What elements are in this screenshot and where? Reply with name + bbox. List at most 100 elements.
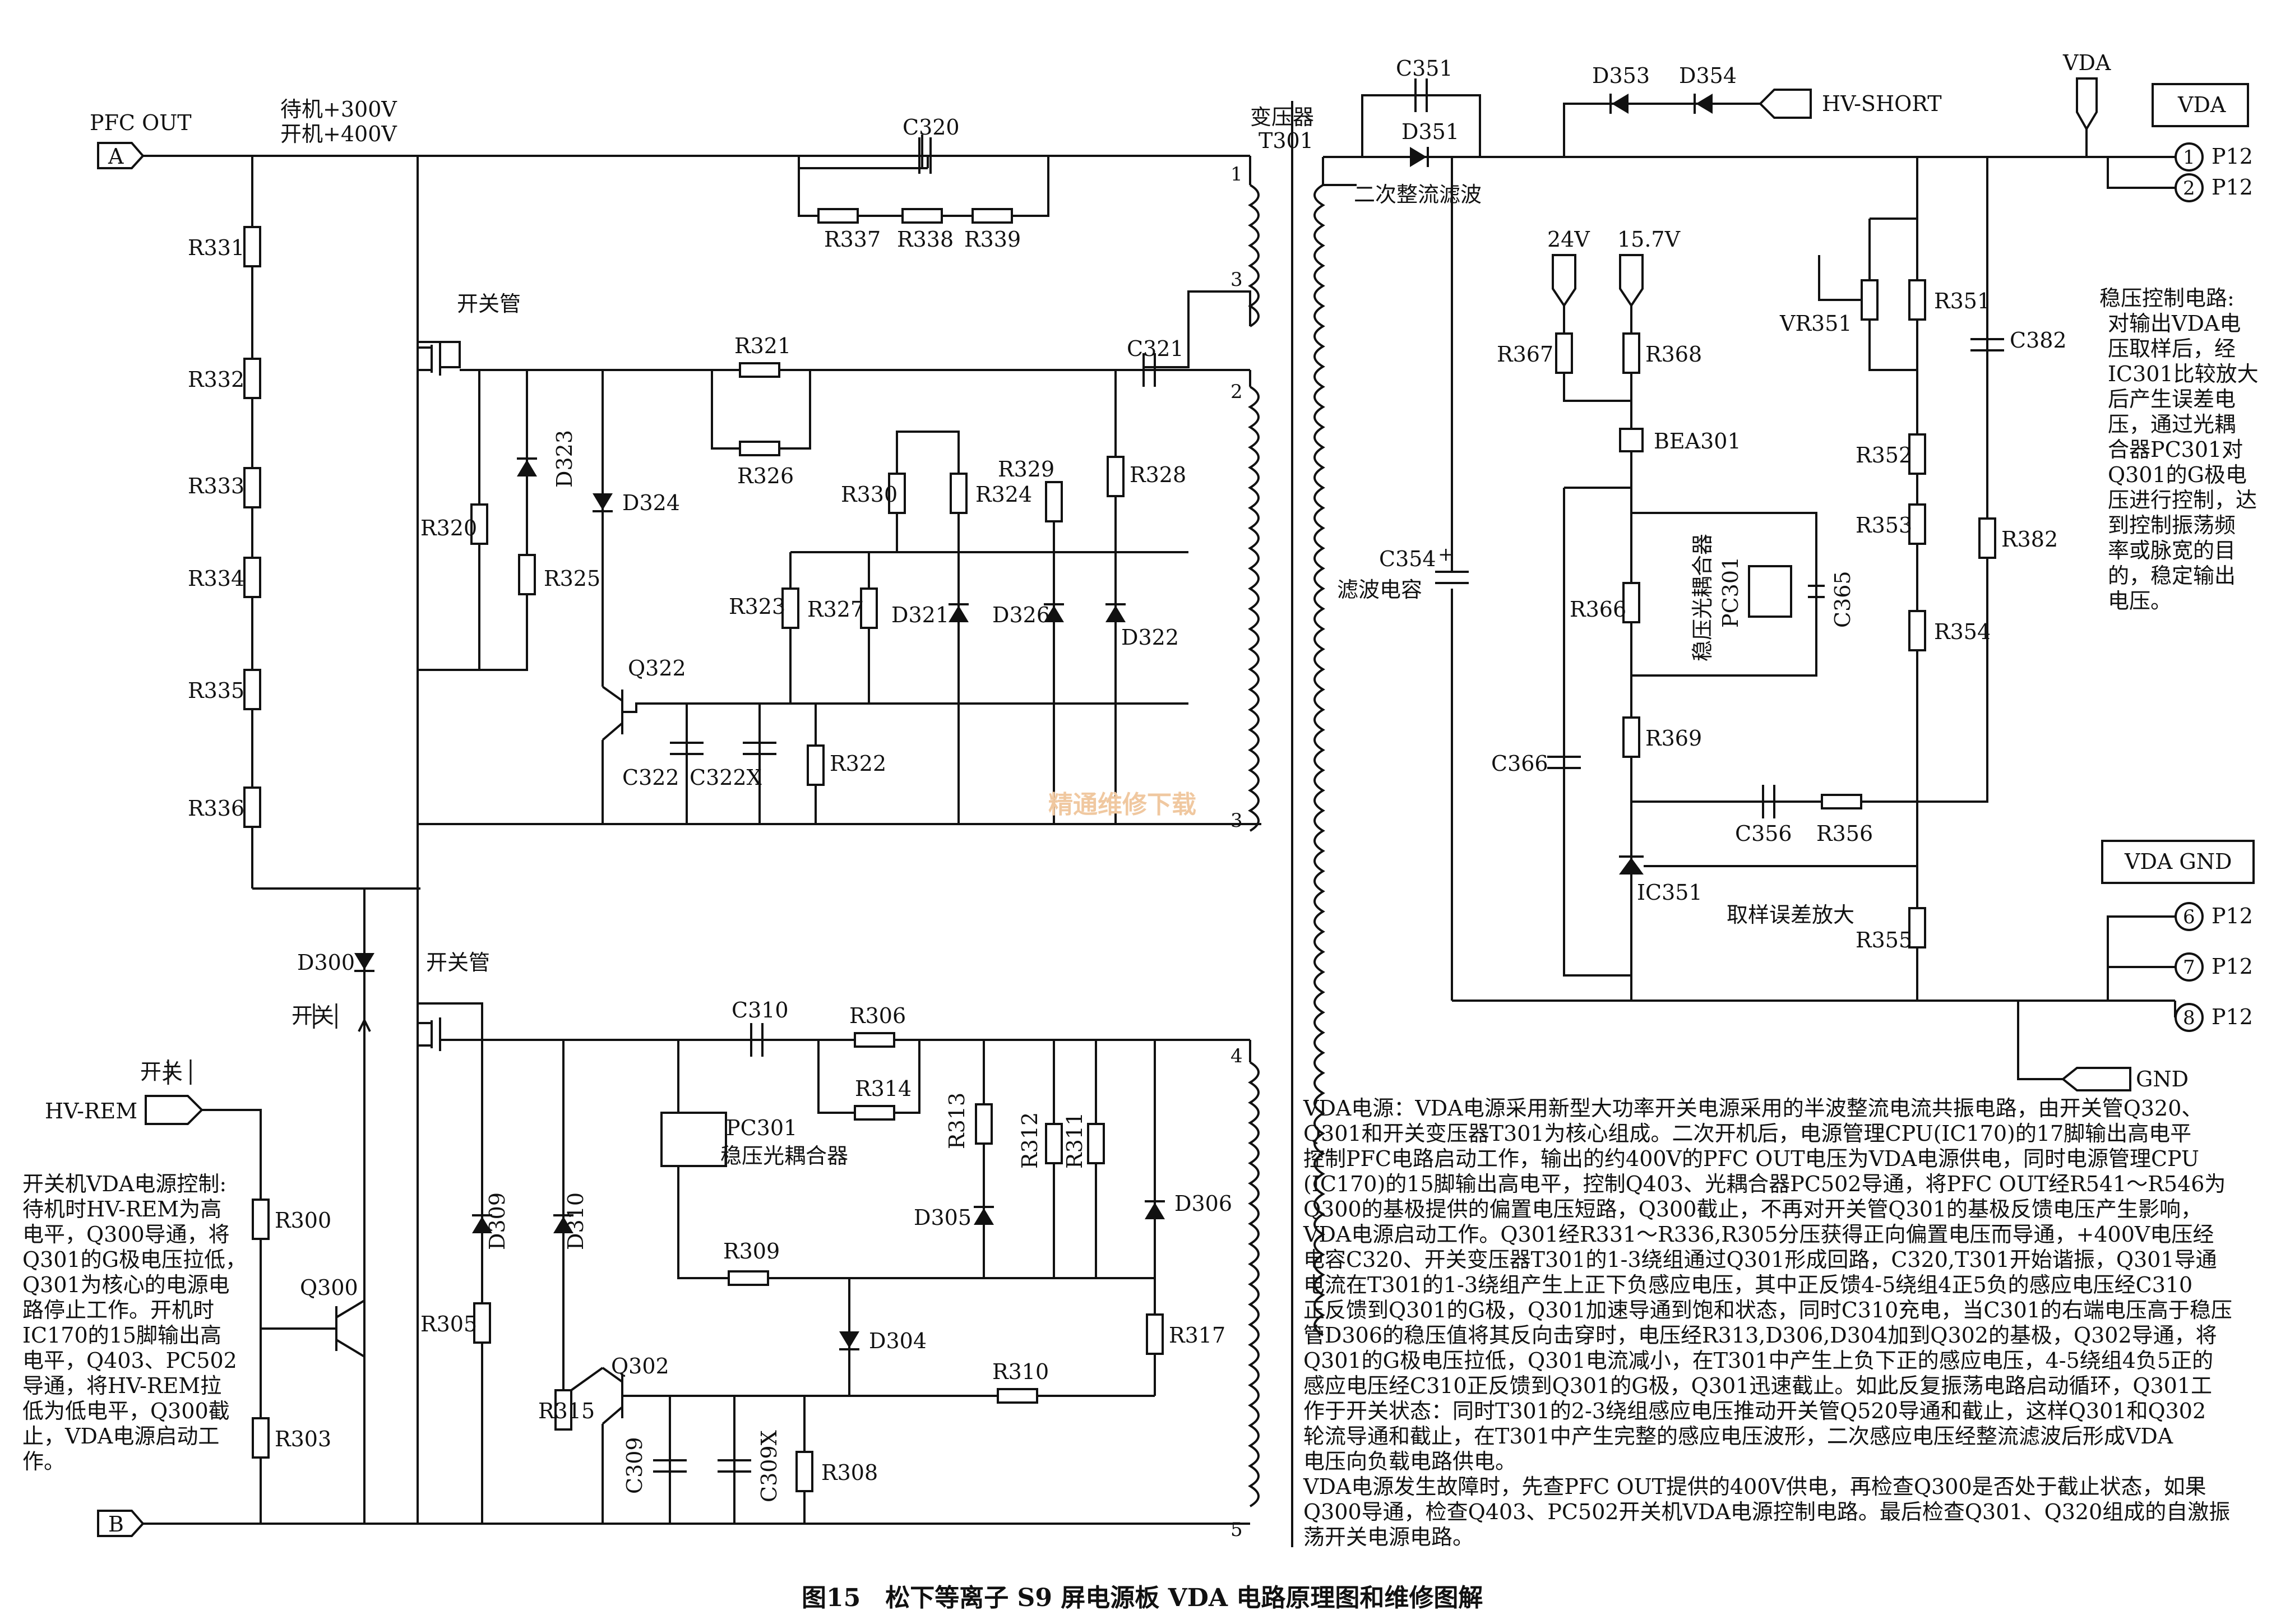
r329-label: R329 xyxy=(998,457,1054,482)
r312 xyxy=(1045,1123,1063,1164)
winding-3-to-c321 xyxy=(1144,290,1251,368)
r332 xyxy=(243,358,261,399)
hv-short-wire xyxy=(1563,103,1760,157)
pfc-out-label: PFC OUT xyxy=(90,110,192,135)
vda-top-connector[interactable] xyxy=(2076,77,2098,131)
winding-3b-number: 3 xyxy=(1230,809,1243,832)
d310-diode xyxy=(553,1216,573,1233)
pc301-secondary-loop xyxy=(1631,512,1817,677)
switch-box-marks-2 xyxy=(167,1059,192,1085)
secondary-rect-label: 二次整流滤波 xyxy=(1354,182,1482,207)
c365-label: C365 xyxy=(1830,571,1855,628)
c351-loop xyxy=(1361,94,1481,157)
v24-connector[interactable] xyxy=(1552,254,1576,308)
r313-label: R313 xyxy=(945,1093,969,1149)
r326-label: R326 xyxy=(737,464,794,488)
r337-r339-loop xyxy=(798,156,1049,217)
r324 xyxy=(950,473,968,514)
bottom-note-line-1: VDA电源：VDA电源采用新型大功率开关电源采用的半波整流电流共振电路，由开关管… xyxy=(1303,1096,2203,1121)
pin-6[interactable] xyxy=(2175,902,2204,931)
left-note-line-4: Q301的G极电压拉低， xyxy=(22,1247,247,1272)
d324-label: D324 xyxy=(622,491,680,515)
hv-short-connector[interactable] xyxy=(1759,89,1812,119)
bea301-label: BEA301 xyxy=(1654,429,1741,454)
q300-transistor xyxy=(261,1299,366,1358)
r366-label: R366 xyxy=(1570,597,1626,622)
r331 xyxy=(243,226,261,267)
gnd-connector[interactable] xyxy=(2061,1067,2131,1091)
bottom-note-line-4: (IC170)的15脚输出高电平，控制Q403、光耦合器PC502导通，将PFC… xyxy=(1303,1172,2226,1196)
c309-label: C309 xyxy=(622,1437,647,1494)
winding-5-number: 5 xyxy=(1230,1519,1243,1541)
d324-diode xyxy=(593,493,613,510)
r366-wire xyxy=(1563,451,1632,977)
ic351-label: IC351 xyxy=(1637,880,1703,905)
r312-label: R312 xyxy=(1017,1112,1042,1169)
r367 xyxy=(1555,332,1573,374)
r308-label: R308 xyxy=(821,1460,878,1485)
v157-connector[interactable] xyxy=(1619,254,1644,308)
d354-diode xyxy=(1696,94,1713,114)
watermark: 精通维修下载 xyxy=(1048,790,1196,819)
r325 xyxy=(518,554,536,595)
left-note-line-10: 低为低电平，Q300截 xyxy=(22,1399,230,1423)
bottom-note-line-3: 控制PFC电路启动工作，输出的约400V的PFC OUT电压为VDA电源供电，同… xyxy=(1303,1146,2199,1171)
left-note-line-3: 电平，Q300导通，将 xyxy=(22,1222,230,1247)
r333-label: R333 xyxy=(188,474,244,498)
bottom-note-line-6: VDA电源启动工作。Q301经R331～R336,R305分压获得正向偏置电压而… xyxy=(1303,1222,2214,1247)
hv-rem-connector[interactable] xyxy=(145,1095,203,1125)
pin-1-number: 1 xyxy=(2183,146,2195,169)
d323-diode xyxy=(517,460,537,476)
bottom-note-line-9: 正反馈到Q301的G极，Q301加速导通到饱和状态，同时C310充电，当C301… xyxy=(1303,1298,2232,1322)
bottom-note-line-11: Q301的G极电压拉低，Q301电流减小，在T301中产生上负下正的感应电压，4… xyxy=(1303,1348,2213,1373)
r329-r328-wire xyxy=(1053,370,1117,552)
right-note-line-8: Q301的G极电 xyxy=(2108,462,2247,487)
port-b-label: B xyxy=(108,1512,124,1537)
c366-label: C366 xyxy=(1491,751,1548,776)
vr351 xyxy=(1861,279,1879,321)
r310 xyxy=(997,1388,1038,1404)
right-note-line-11: 率或脉宽的目 xyxy=(2108,538,2236,563)
d309-label: D309 xyxy=(485,1192,510,1250)
switch-box-marks-1 xyxy=(313,1003,337,1029)
r331-label: R331 xyxy=(188,235,244,260)
r353-label: R353 xyxy=(1856,513,1912,538)
pc301-opto xyxy=(660,1112,727,1167)
r329 xyxy=(1045,481,1063,522)
right-note-line-2: 对输出VDA电 xyxy=(2108,311,2241,336)
r327 xyxy=(860,587,878,629)
c320-label: C320 xyxy=(903,115,960,140)
pin-1[interactable] xyxy=(2175,142,2204,172)
r320 xyxy=(470,503,488,545)
right-note-line-6: 压，通过光耦 xyxy=(2108,412,2236,437)
r328-label: R328 xyxy=(1130,462,1186,487)
primary-section: PFC OUT A 待机+300V 开机+400V R331 R332 R333… xyxy=(22,97,1314,1541)
r310-label: R310 xyxy=(992,1359,1049,1384)
d321-diode xyxy=(949,605,969,622)
port-a-connector[interactable] xyxy=(97,142,145,169)
winding-2-3-coil xyxy=(1248,386,1260,832)
pin-2[interactable] xyxy=(2175,173,2204,202)
r311 xyxy=(1087,1123,1105,1164)
r354 xyxy=(1908,610,1926,651)
pin-6-label: P12 xyxy=(2212,904,2253,928)
c354-plus: + xyxy=(1438,543,1454,566)
r368-label: R368 xyxy=(1645,342,1702,367)
r338-label: R338 xyxy=(897,227,954,252)
left-note-line-9: 导通，将HV-REM拉 xyxy=(22,1373,221,1398)
q322-label: Q322 xyxy=(628,656,686,681)
pin-7[interactable] xyxy=(2175,952,2204,982)
c310-label: C310 xyxy=(732,998,789,1022)
d353-label: D353 xyxy=(1592,63,1650,88)
d310-label: D310 xyxy=(563,1192,588,1250)
r333 xyxy=(243,467,261,508)
r300 xyxy=(252,1199,270,1240)
winding-1-number: 1 xyxy=(1230,163,1243,186)
hv-short-label: HV-SHORT xyxy=(1822,91,1942,116)
r321 xyxy=(739,362,780,378)
d305-diode xyxy=(974,1208,994,1225)
r311-label: R311 xyxy=(1062,1112,1087,1169)
port-b-connector[interactable] xyxy=(97,1510,145,1537)
opto-vert-label: 稳压光耦合器 xyxy=(1690,534,1715,661)
